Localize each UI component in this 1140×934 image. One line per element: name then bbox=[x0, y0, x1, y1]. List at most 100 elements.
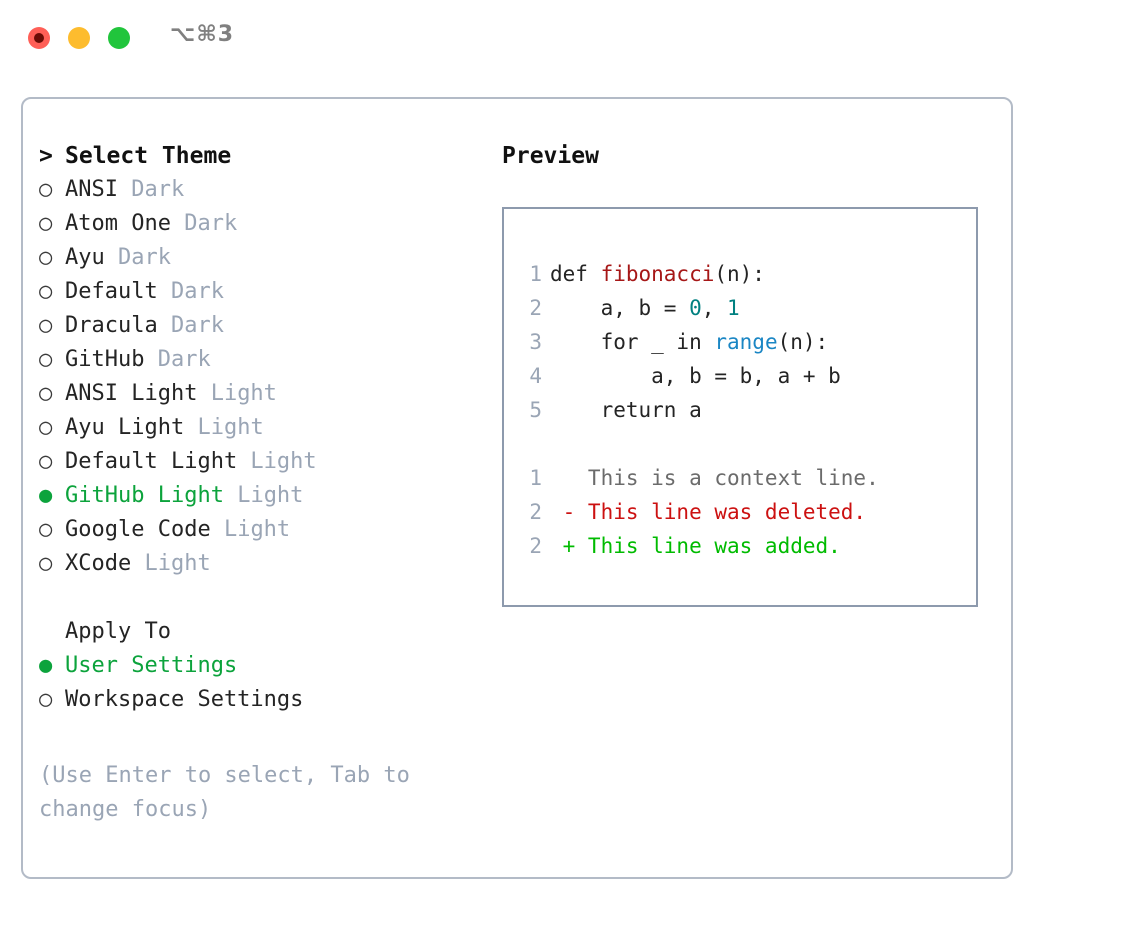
theme-options-list[interactable]: ○ ANSI Dark ○ Atom One Dark ○ Ayu Dark ○ Defaul… bbox=[39, 173, 479, 581]
diff-sample: 1 This is a context line.2 - This line w… bbox=[520, 461, 970, 563]
diff-line-ctx: 1 This is a context line. bbox=[520, 461, 970, 495]
apply-to-option-user-settings[interactable]: ● User Settings bbox=[39, 649, 479, 683]
line-number: 5 bbox=[529, 398, 542, 422]
radio-unselected-icon: ○ bbox=[39, 245, 53, 270]
apply-to-options-list[interactable]: ● User Settings ○ Workspace Settings bbox=[39, 649, 479, 717]
radio-unselected-icon: ○ bbox=[39, 381, 53, 406]
theme-variant-badge: Dark bbox=[117, 177, 185, 202]
preview-title: Preview bbox=[502, 143, 599, 169]
theme-option-dracula[interactable]: ○ Dracula Dark bbox=[39, 309, 479, 343]
code-token-plain: (n): bbox=[714, 262, 765, 286]
theme-option-github-light[interactable]: ● GitHub Light Light bbox=[39, 479, 479, 513]
theme-option-label: Ayu Light bbox=[65, 415, 185, 440]
theme-variant-badge: Dark bbox=[170, 211, 238, 236]
line-number: 2 bbox=[529, 534, 542, 558]
apply-to-option-label: User Settings bbox=[65, 653, 238, 678]
radio-unselected-icon: ○ bbox=[39, 551, 53, 576]
line-number: 1 bbox=[529, 262, 542, 286]
theme-option-label: GitHub Light bbox=[65, 483, 224, 508]
theme-option-default-light[interactable]: ○Default Light Light bbox=[39, 445, 479, 479]
theme-option-label: Dracula bbox=[65, 313, 158, 338]
code-token-plain: , bbox=[701, 296, 728, 320]
minimize-button[interactable] bbox=[68, 27, 90, 49]
radio-unselected-icon: ○ bbox=[39, 347, 53, 372]
theme-option-ayu-light[interactable]: ○ Ayu Light Light bbox=[39, 411, 479, 445]
close-button[interactable] bbox=[28, 27, 50, 49]
line-number: 2 bbox=[529, 296, 542, 320]
diff-line-text: This is a context line. bbox=[550, 466, 879, 490]
code-token-call: range bbox=[714, 330, 778, 354]
theme-variant-badge: Light bbox=[197, 381, 277, 406]
radio-selected-icon: ● bbox=[39, 653, 53, 678]
line-number: 2 bbox=[529, 500, 542, 524]
theme-option-label: Default Light bbox=[65, 449, 238, 474]
code-token-plain: a, b = bbox=[550, 296, 690, 320]
theme-picker-panel: >Select Theme ○ANSI Dark○Atom One Dark○A… bbox=[21, 97, 1013, 879]
prompt-marker-icon: > bbox=[39, 143, 53, 169]
code-token-num: 1 bbox=[727, 296, 740, 320]
code-token-plain: return a bbox=[550, 398, 702, 422]
radio-unselected-icon: ○ bbox=[39, 415, 53, 440]
code-token-plain: for _ in bbox=[550, 330, 715, 354]
radio-unselected-icon: ○ bbox=[39, 687, 53, 712]
theme-option-label: Atom One bbox=[65, 211, 171, 236]
code-token-plain: (n): bbox=[777, 330, 829, 354]
theme-option-ayu[interactable]: ○ Ayu Dark bbox=[39, 241, 479, 275]
apply-to-option-workspace-settings[interactable]: ○ Workspace Settings bbox=[39, 683, 479, 717]
code-token-fn: fibonacci bbox=[600, 262, 715, 286]
theme-variant-badge: Light bbox=[210, 517, 291, 542]
line-number: 1 bbox=[529, 466, 542, 490]
diff-line-text: - This line was deleted. bbox=[550, 500, 867, 524]
theme-option-github[interactable]: ○ GitHub Dark bbox=[39, 343, 479, 377]
theme-option-google-code[interactable]: ○ Google Code Light bbox=[39, 513, 479, 547]
window-title-shortcut: ⌥⌘3 bbox=[170, 22, 235, 47]
radio-selected-icon: ● bbox=[39, 483, 53, 508]
code-token-plain: a, b = b, a + b bbox=[550, 364, 841, 388]
theme-option-label: Google Code bbox=[65, 517, 211, 542]
theme-variant-badge: Light bbox=[131, 551, 211, 576]
radio-unselected-icon: ○ bbox=[39, 313, 53, 338]
theme-option-xcode[interactable]: ○ XCode Light bbox=[39, 547, 479, 581]
radio-unselected-icon: ○ bbox=[39, 279, 53, 304]
code-token-num: 0 bbox=[689, 296, 702, 320]
radio-unselected-icon: ○ bbox=[39, 517, 53, 542]
theme-list-header-label: Select Theme bbox=[65, 143, 232, 169]
radio-unselected-icon: ○ bbox=[39, 449, 53, 474]
diff-line-add: 2 + This line was added. bbox=[520, 529, 970, 563]
apply-to-header: Apply To bbox=[39, 615, 479, 649]
theme-variant-badge: Light bbox=[223, 483, 304, 508]
diff-line-del: 2 - This line was deleted. bbox=[520, 495, 970, 529]
theme-variant-badge: Light bbox=[184, 415, 264, 440]
line-number: 4 bbox=[529, 364, 542, 388]
apply-to-option-label: Workspace Settings bbox=[65, 687, 304, 712]
theme-list-column: >Select Theme ○ANSI Dark○Atom One Dark○A… bbox=[39, 139, 479, 717]
radio-unselected-icon: ○ bbox=[39, 211, 53, 236]
radio-unselected-icon: ○ bbox=[39, 177, 53, 202]
theme-option-ansi-light[interactable]: ○ANSI Light Light bbox=[39, 377, 479, 411]
theme-option-label: Default bbox=[65, 279, 158, 304]
theme-option-ansi[interactable]: ○ ANSI Dark bbox=[39, 173, 479, 207]
code-line: 2 a, b = 0, 1 bbox=[520, 291, 970, 325]
title-bar: ⌥⌘3 bbox=[0, 0, 1140, 78]
theme-option-label: Ayu bbox=[65, 245, 105, 270]
section-spacer bbox=[39, 581, 479, 615]
theme-option-label: XCode bbox=[65, 551, 132, 576]
theme-option-default[interactable]: ○ Default Dark bbox=[39, 275, 479, 309]
code-line: 3 for _ in range(n): bbox=[520, 325, 970, 359]
code-line: 5 return a bbox=[520, 393, 970, 427]
line-number: 3 bbox=[529, 330, 542, 354]
recording-indicator-dot bbox=[34, 33, 44, 43]
theme-variant-badge: Dark bbox=[157, 313, 224, 338]
theme-variant-badge: Dark bbox=[144, 347, 211, 372]
theme-variant-badge: Dark bbox=[104, 245, 171, 270]
theme-option-label: GitHub bbox=[65, 347, 145, 372]
code-diff-separator bbox=[520, 427, 970, 461]
theme-variant-badge: Dark bbox=[157, 279, 224, 304]
theme-option-atom-one[interactable]: ○ Atom One Dark bbox=[39, 207, 479, 241]
theme-option-label: ANSI bbox=[65, 177, 118, 202]
maximize-button[interactable] bbox=[108, 27, 130, 49]
